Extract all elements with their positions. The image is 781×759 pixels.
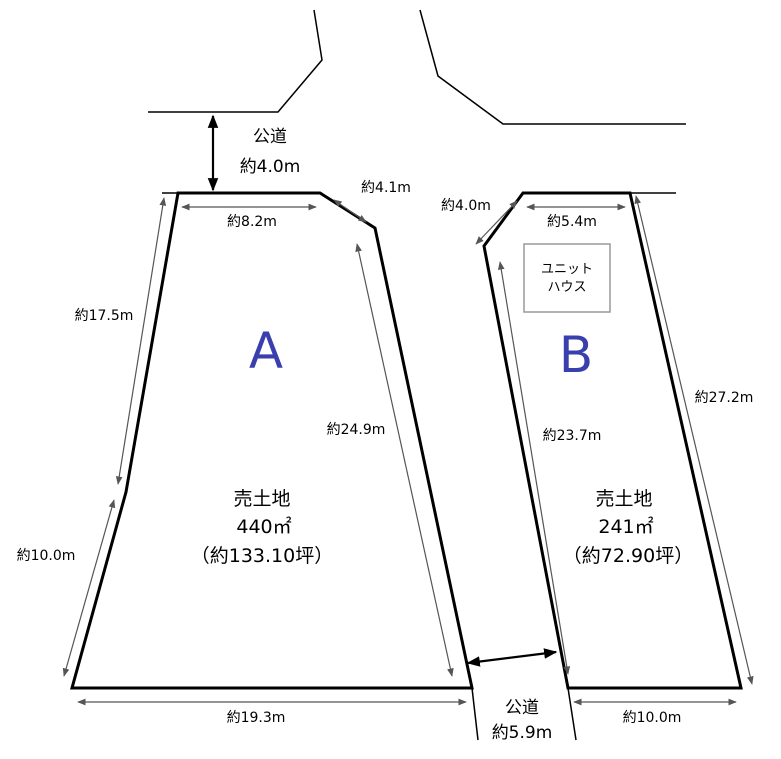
plot-a-boundary: [70, 191, 474, 690]
plot-b-bottom-dim: 約10.0m: [623, 710, 682, 726]
south-road-label: 公道: [505, 698, 539, 718]
road-edge-north-right: [419, 9, 686, 125]
plot-a-left-upper-dim: 約17.5m: [75, 308, 134, 324]
road-edges: [148, 9, 686, 125]
plot-a-letter: A: [249, 322, 283, 380]
plot-a-top-dim: 約8.2m: [227, 214, 277, 230]
plot-b-tsubo: （約72.90坪）: [563, 545, 693, 567]
road-edge-south-right: [567, 687, 577, 741]
plot-a-corner-dim: 約4.1m: [361, 180, 411, 196]
south-road-width-arrow: [466, 648, 558, 667]
plot-a-right-dim: 約24.9m: [327, 422, 386, 438]
plot-a-right-arrow: [355, 243, 454, 677]
plot-b-left-arrow: [497, 261, 571, 675]
unit-house-label-line2: ハウス: [547, 280, 586, 295]
plot-a-left-upper-arrow: [115, 197, 167, 485]
plot-b-title: 売土地: [595, 488, 652, 510]
plot-a-title: 売土地: [233, 488, 290, 510]
plot-b-letter: B: [559, 326, 593, 384]
plot-b-top-dim: 約5.4m: [547, 214, 597, 230]
plot-a-area: 440㎡: [236, 515, 291, 538]
south-road-width: 約5.9m: [492, 723, 553, 743]
plot-a-tsubo: （約133.10坪）: [191, 545, 333, 567]
plot-b-corner-dim: 約4.0m: [441, 198, 491, 214]
dimension-arrows: [62, 114, 754, 706]
unit-house-label-line1: ユニット: [541, 262, 593, 277]
plot-a-corner-arrow: [333, 199, 367, 223]
road-edge-north-left: [148, 9, 323, 113]
plot-b-area: 241㎡: [598, 515, 653, 538]
plot-a-left-lower-arrow: [62, 499, 116, 677]
plot-b-left-dim: 約23.7m: [543, 428, 602, 444]
north-road-width: 約4.0m: [240, 157, 301, 177]
road-edge-south-left: [471, 687, 479, 741]
plot-b-right-arrow: [634, 195, 754, 685]
unit-house-structure: [523, 243, 611, 313]
plot-a-left-lower-dim: 約10.0m: [17, 548, 76, 564]
plot-b-corner-arrow: [475, 200, 518, 245]
plot-b-boundary: [482, 191, 743, 690]
north-road-label: 公道: [253, 127, 287, 147]
plot-a-bottom-dim: 約19.3m: [227, 710, 286, 726]
plot-b-right-dim: 約27.2m: [695, 390, 754, 406]
